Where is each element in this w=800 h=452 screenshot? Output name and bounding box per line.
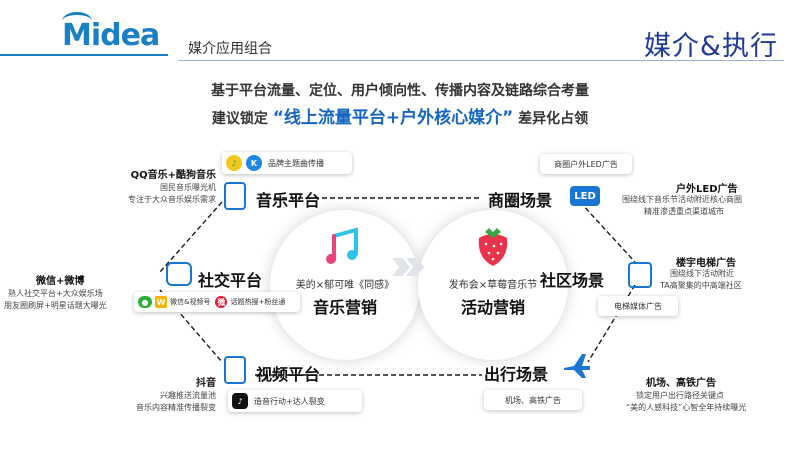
led-screen-icon: LED <box>570 186 600 206</box>
community-scene-title: 楼宇电梯广告 <box>676 258 736 269</box>
business-scene-chip-label: 商圈户外LED广告 <box>554 159 618 169</box>
music-platform-chip-label: 品牌主题曲传播 <box>268 158 324 168</box>
douyin-icon: ♪ <box>232 393 248 409</box>
business-scene-label: 商圈场景 <box>488 191 553 210</box>
intro-highlight: “线上流量平台+户外核心媒介” <box>272 108 514 128</box>
smartphone-music-icon <box>224 182 246 210</box>
travel-scene-chip: 机场、高铁广告 <box>484 390 582 410</box>
community-scene-chip: 电梯媒体广告 <box>598 296 678 316</box>
social-platform-chip: ● W 微信&视频号 微 话题热搜+粉丝通 <box>134 292 300 312</box>
video-platform-label: 视频平台 <box>256 365 321 384</box>
travel-scene-desc-1: 锁定用户出行路径关键点 <box>636 391 724 400</box>
business-scene-title: 户外LED广告 <box>676 184 738 195</box>
chat-bubble-icon <box>166 262 192 286</box>
community-scene-desc-2: TA高聚集的中高端社区 <box>660 281 742 290</box>
social-chip-label-2: 话题热搜+粉丝通 <box>230 298 286 306</box>
event-marketing-circle: 发布会×草莓音乐节 活动营销 <box>418 210 568 360</box>
social-platform-desc-2: 朋友圈刷屏+明星话题大曝光 <box>4 301 107 310</box>
travel-scene-desc-2: “美的人感科技”心智全年持续曝光 <box>626 403 747 412</box>
business-scene-chip: 商圈户外LED广告 <box>540 154 632 174</box>
channels-icon: W <box>155 296 167 308</box>
music-platform-desc-2: 专注于大众音乐娱乐需求 <box>128 195 216 204</box>
page-title: 媒介&执行 <box>643 31 778 62</box>
header-divider <box>178 60 784 61</box>
travel-scene-chip-label: 机场、高铁广告 <box>505 395 561 405</box>
social-platform-title: 微信+微博 <box>36 276 85 287</box>
social-platform-label: 社交平台 <box>198 271 263 290</box>
community-scene-chip-label: 电梯媒体广告 <box>614 301 662 311</box>
video-platform-chip-label: 造音行动+达人裂变 <box>254 396 325 406</box>
airplane-icon <box>564 354 590 378</box>
right-upper-connector <box>579 201 636 263</box>
travel-scene-label: 出行场景 <box>484 365 549 384</box>
midea-logo: Midea <box>62 12 160 53</box>
video-platform-desc-2: 音乐内容精准传播裂变 <box>136 403 216 412</box>
chevron-right-icon <box>406 258 424 276</box>
music-platform-label: 音乐平台 <box>256 191 321 210</box>
logo-arc-icon <box>62 12 92 30</box>
business-scene-desc-1: 围绕线下音乐节活动附近核心商圈 <box>622 195 742 204</box>
intro-line-2: 建议锁定 “线上流量平台+户外核心媒介” 差异化占领 <box>0 103 800 128</box>
video-platform-desc-1: 兴趣推送流量池 <box>160 391 216 400</box>
qq-music-icon: ♪ <box>226 155 242 171</box>
weibo-icon: 微 <box>215 296 228 308</box>
video-platform-title: 抖音 <box>196 378 216 389</box>
intro-suffix: 差异化占领 <box>518 111 589 127</box>
music-marketing-label: 音乐营销 <box>312 298 377 317</box>
business-scene-desc-2: 精准渗透重点渠道城市 <box>644 207 724 216</box>
intro-prefix: 建议锁定 <box>211 111 268 127</box>
travel-scene-title: 机场、高铁广告 <box>646 378 716 389</box>
header-accent-line <box>0 54 168 56</box>
music-note-icon <box>326 227 358 264</box>
kugou-icon: K <box>246 155 262 171</box>
page-subtitle: 媒介应用组合 <box>188 41 272 57</box>
social-platform-desc-1: 熟人社交平台+大众娱乐场 <box>8 289 103 298</box>
video-phone-icon <box>224 356 246 384</box>
community-scene-label: 社区场景 <box>540 271 605 290</box>
video-platform-chip: ♪ 造音行动+达人裂变 <box>228 390 362 412</box>
wechat-icon: ● <box>138 296 152 308</box>
music-platform-chip: ♪ K 品牌主题曲传播 <box>222 152 352 174</box>
event-marketing-caption: 发布会×草莓音乐节 <box>448 280 538 291</box>
event-marketing-label: 活动营销 <box>460 298 525 317</box>
community-scene-desc-1: 围绕线下活动附近 <box>670 269 734 278</box>
music-platform-desc-1: 国民音乐曝光机 <box>160 183 216 192</box>
intro-line-1: 基于平台流量、定位、用户倾向性、传播内容及链路综合考量 <box>211 83 589 99</box>
chevron-right-icon <box>392 258 410 276</box>
music-marketing-circle: 美的×郁可唯《同感》 音乐营销 <box>270 210 420 360</box>
strawberry-icon <box>478 228 508 266</box>
music-marketing-caption: 美的×郁可唯《同感》 <box>295 280 395 291</box>
music-platform-title: QQ音乐+酷狗音乐 <box>130 170 216 181</box>
social-chip-label-1: 微信&视频号 <box>170 298 211 306</box>
right-lower-connector <box>587 284 636 363</box>
building-icon <box>628 262 652 288</box>
